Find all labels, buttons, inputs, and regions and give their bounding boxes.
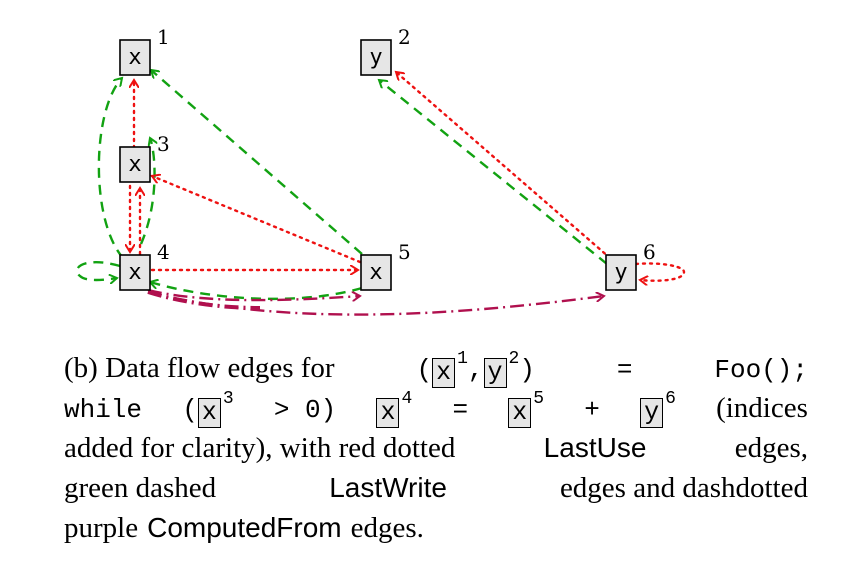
index-superscript: 3 xyxy=(222,389,234,409)
node-label: y xyxy=(369,45,382,70)
figure-caption: (b) Data flow edges for ( x 1 , y 2 ) = … xyxy=(64,348,808,548)
code-keyword: while xyxy=(64,395,143,425)
computed-from-edge xyxy=(147,288,360,300)
last-use-edge xyxy=(396,72,612,260)
edge-type-lastwrite: LastWrite xyxy=(329,472,447,503)
last-use-edges xyxy=(130,72,686,281)
index-superscript: 2 xyxy=(508,349,520,369)
code-tuple: ( x 1 , y 2 ) xyxy=(416,349,535,393)
code-var-box: x xyxy=(508,398,532,428)
code-var-box: x xyxy=(197,398,221,428)
node-label: x xyxy=(128,260,141,285)
node-index: 5 xyxy=(398,240,411,264)
caption-text: edges and dashdotted xyxy=(559,472,808,504)
code-comma: , xyxy=(467,355,484,385)
node-label: x xyxy=(369,260,382,285)
code-condition-rest: > 0) xyxy=(273,395,337,425)
computed-from-edge xyxy=(147,290,604,316)
edge-type-lastuse: LastUse xyxy=(543,432,647,463)
last-write-edge xyxy=(75,261,121,280)
code-var-box: y xyxy=(640,398,664,428)
caption-text: added for clarity), with red dotted xyxy=(64,432,456,464)
code-operator: = xyxy=(452,395,469,425)
caption-line-4: green dashed LastWrite edges and dashdot… xyxy=(64,468,808,508)
caption-text: purple xyxy=(64,512,139,544)
node-x-5: x 5 xyxy=(360,240,411,291)
node-index: 1 xyxy=(157,25,170,49)
data-flow-graph: x 1 y 2 x 3 x 4 x 5 y 6 xyxy=(75,25,686,316)
node-label: x xyxy=(128,45,141,70)
code-paren: ( xyxy=(182,395,198,425)
node-x-4: x 4 xyxy=(119,240,170,291)
last-write-edge xyxy=(379,80,608,265)
caption-text: (indices xyxy=(716,392,808,424)
code-var-box: y xyxy=(483,358,507,388)
index-superscript: 4 xyxy=(401,389,413,409)
edge-type-computedfrom: ComputedFrom xyxy=(147,512,342,543)
code-operator: = xyxy=(616,355,633,385)
caption-line-2: while ( x 3 > 0) x 4 = x 5 + y 6 (indice… xyxy=(64,388,808,428)
node-y-2: y 2 xyxy=(360,25,411,76)
caption-line-1: (b) Data flow edges for ( x 1 , y 2 ) = … xyxy=(64,348,808,388)
last-use-edge xyxy=(152,176,362,264)
last-write-edge xyxy=(139,138,155,245)
code-assign-target: x 4 xyxy=(376,389,412,433)
caption-text: green dashed xyxy=(64,472,217,504)
code-call: Foo(); xyxy=(714,355,808,385)
last-write-edge xyxy=(150,282,363,301)
last-use-edge xyxy=(634,262,686,280)
last-write-edge xyxy=(151,70,363,255)
caption-line-5: purple ComputedFrom edges. xyxy=(64,508,808,548)
computed-from-edges xyxy=(147,288,604,316)
code-var-box: x xyxy=(376,398,400,428)
code-paren: ) xyxy=(519,355,535,385)
node-label: y xyxy=(614,260,627,285)
last-write-edge xyxy=(97,78,124,259)
index-superscript: 1 xyxy=(457,349,468,369)
caption-text: edges. xyxy=(350,512,424,544)
index-superscript: 6 xyxy=(665,389,676,409)
node-label: x xyxy=(128,152,141,177)
node-index: 6 xyxy=(643,240,656,264)
code-operator: + xyxy=(584,395,600,425)
node-x-3: x 3 xyxy=(119,132,170,183)
caption-text: (b) Data flow edges for xyxy=(64,352,335,384)
caption-text: edges, xyxy=(734,432,808,464)
code-var-box: x xyxy=(432,358,456,388)
code-operand: y 6 xyxy=(640,389,676,433)
code-paren: ( xyxy=(416,355,433,385)
caption-line-3: added for clarity), with red dotted Last… xyxy=(64,428,808,468)
last-write-edges xyxy=(75,70,608,301)
node-x-1: x 1 xyxy=(119,25,170,76)
node-index: 2 xyxy=(398,25,411,49)
code-operand: x 5 xyxy=(508,389,544,433)
node-y-6: y 6 xyxy=(605,240,656,291)
code-condition: ( x 3 xyxy=(182,389,234,433)
node-index: 4 xyxy=(157,240,170,264)
index-superscript: 5 xyxy=(533,389,545,409)
node-index: 3 xyxy=(157,132,170,156)
